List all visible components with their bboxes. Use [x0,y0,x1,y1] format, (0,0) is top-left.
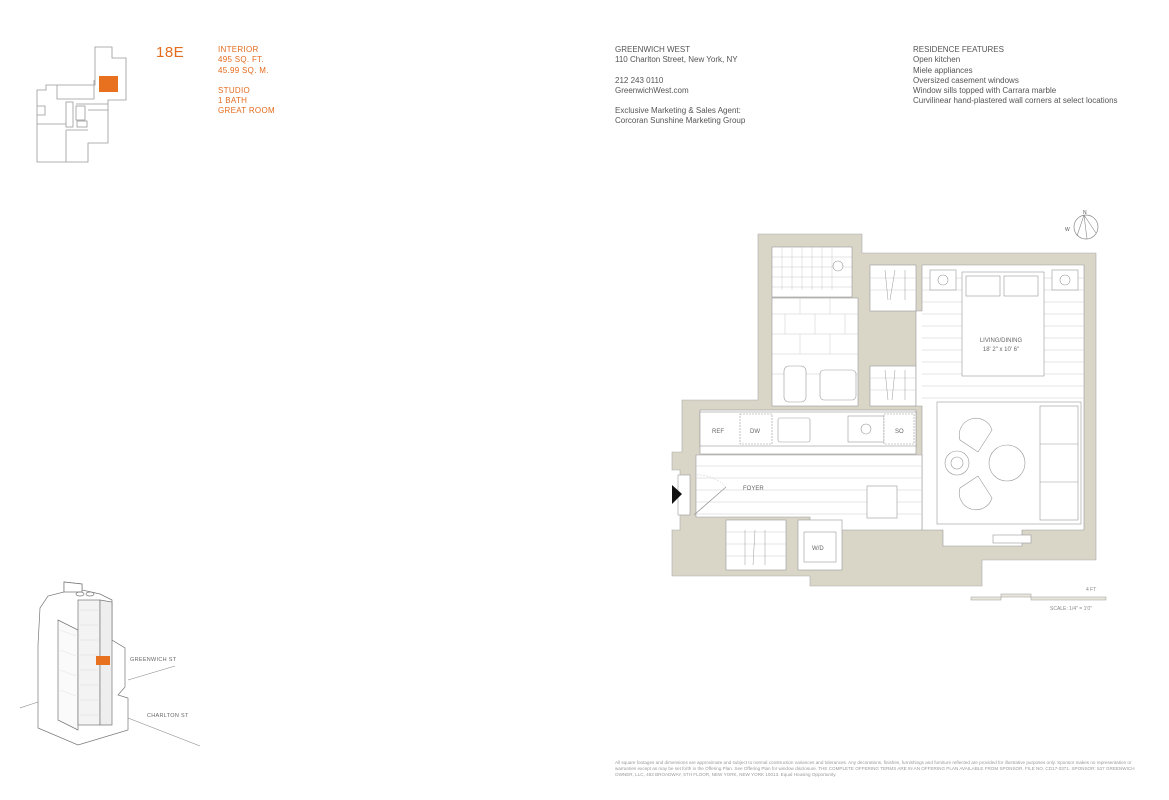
foyer-label: FOYER [743,486,764,492]
wd-label: W/D [812,546,824,552]
building-info: GREENWICH WEST 110 Charlton Street, New … [615,45,745,127]
entry-arrow-icon [672,485,682,504]
agent-label: Exclusive Marketing & Sales Agent: [615,106,741,116]
room-dimensions-label: 18' 2" x 10' 6" [983,347,1019,353]
room-name-label: LIVING/DINING [980,338,1023,344]
ref-label: REF [712,429,724,435]
phone-number: 212 243 0110 [615,75,664,85]
building-name: GREENWICH WEST [615,45,691,54]
unit-details: INTERIOR 495 SQ. FT. 45.99 SQ. M. STUDIO… [218,45,275,117]
building-address: 110 Charlton Street, New York, NY [615,55,738,65]
feature-item: Curvilinear hand-plastered wall corners … [913,96,1118,106]
street-label-greenwich: GREENWICH ST [130,657,177,663]
agent-name: Corcoran Sunshine Marketing Group [615,116,746,126]
toilet-icon [783,365,807,403]
armchair-icon [959,475,993,510]
armchair-icon [959,418,993,453]
residence-features: RESIDENCE FEATURES Open kitchen Miele ap… [913,45,1118,107]
compass-icon: N W [1065,210,1099,240]
bath-count: 1 BATH [218,96,248,106]
square-feet: 495 SQ. FT. [218,55,264,65]
washer-dryer-icon [803,531,837,563]
dining-table-icon [866,485,898,519]
scale-ft-label: 4 FT [1086,587,1097,593]
legal-disclaimer: All square footages and dimensions are a… [615,760,1135,777]
coffee-table-icon [988,444,1026,482]
unit-number: 18E [156,44,185,61]
unit-type: STUDIO [218,85,251,95]
features-title: RESIDENCE FEATURES [913,45,1004,54]
website-link[interactable]: GreenwichWest.com [615,85,689,95]
floor-plan: REF DW SO W/D FOYER LIVING/DINING 18' 2"… [671,233,1097,587]
compass-north-label: N [1083,210,1087,216]
unit-highlight [99,76,118,92]
feature-item: Miele appliances [913,65,973,75]
bath-sink-icon [819,369,857,401]
feature-item: Window sills topped with Carrara marble [913,86,1057,96]
key-plan [36,46,127,163]
dw-label: DW [750,429,760,435]
feature-item: Oversized casement windows [913,75,1019,85]
feature-item: Open kitchen [913,55,961,65]
scale-label: SCALE: 1/4" = 1'0" [1050,606,1092,612]
unit-location-highlight [96,656,110,665]
interior-label: INTERIOR [218,45,259,54]
compass-west-label: W [1065,227,1070,233]
scale-bar [970,593,1107,601]
room-type: GREAT ROOM [218,106,275,116]
square-meters: 45.99 SQ. M. [218,65,269,75]
building-axonometric [20,581,201,747]
bed-icon [929,269,1079,377]
street-label-charlton: CHARLTON ST [147,713,189,719]
sofa-icon [1039,405,1079,521]
so-label: SO [895,429,904,435]
